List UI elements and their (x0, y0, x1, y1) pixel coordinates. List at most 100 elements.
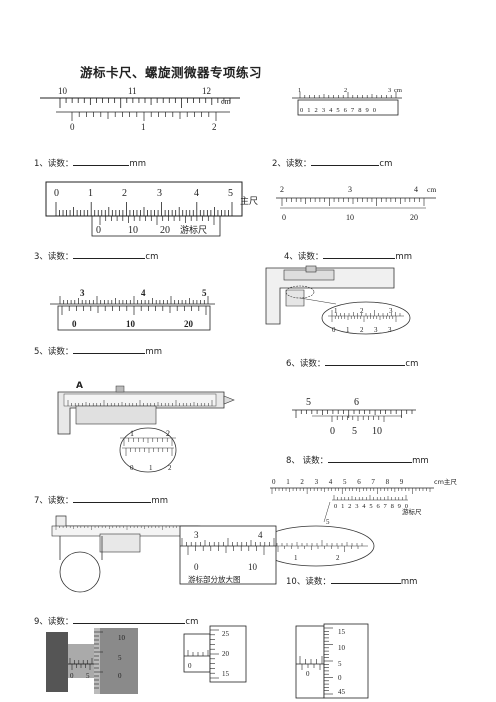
main-label-4: 4 (194, 188, 199, 199)
sleeve-0: 0 (70, 672, 74, 680)
zoom-main-2: 2 (166, 429, 170, 438)
thimble-15: 15 (338, 628, 346, 636)
question-2: 2、读数：cm (272, 156, 392, 169)
question-label: 3、读数： (34, 252, 74, 262)
vernier-figure-8: 5 6 0 5 10 (292, 397, 416, 437)
main-label-12: 12 (202, 86, 211, 96)
question-9: 9、读数： cm (34, 614, 198, 627)
unit: mm (151, 496, 168, 506)
question-7: 7、读数： mm (34, 493, 168, 506)
answer-blank[interactable] (330, 574, 401, 584)
unit: mm (145, 347, 162, 357)
question-5: 5、读数：mm (34, 344, 162, 357)
zoom-vernier-2: 2 (168, 464, 172, 472)
main-label-4: 4 (141, 288, 146, 298)
unit: mm (400, 577, 418, 587)
answer-blank[interactable] (73, 493, 152, 503)
answer-blank[interactable] (311, 156, 380, 166)
question-1: 1、读数： mm (34, 156, 146, 169)
sleeve-0: 0 (188, 662, 192, 670)
main-label-2: 2 (280, 185, 284, 194)
vernier-label-20: 20 (184, 319, 194, 329)
main-label-11: 11 (128, 86, 137, 96)
zoom-bottom-1: 1 (294, 554, 298, 562)
question-8: 8、 读数：mm (286, 453, 429, 466)
unit: mm (129, 159, 146, 169)
question-label: 1、读数： (34, 159, 74, 169)
vernier-label-5: 5 (352, 426, 357, 437)
unit: mm (395, 252, 412, 262)
answer-blank[interactable] (73, 344, 146, 354)
sleeve-0: 0 (306, 670, 310, 678)
vernier-figure-9: 0123456789 cm主尺 0 1 2 3 4 5 6 7 8 9 0 游标… (257, 477, 457, 567)
vernier-label-20: 20 (410, 213, 418, 222)
zoom-vernier-2: 2 (360, 326, 364, 334)
zoom-vernier-0: 0 (332, 326, 336, 334)
answer-blank[interactable] (73, 614, 186, 624)
unit: cm (405, 359, 419, 369)
answer-blank[interactable] (328, 453, 413, 463)
vernier-scale-numbers: 0 1 2 3 4 5 6 7 8 9 0 (300, 107, 377, 114)
thimble-10: 10 (338, 644, 346, 652)
main-label-6: 6 (354, 397, 359, 408)
main-label-4: 4 (414, 185, 418, 194)
thimble-25: 25 (222, 630, 230, 638)
vernier-label-0: 0 (282, 213, 286, 222)
vernier-scale-label: 游标尺 (402, 507, 422, 516)
micrometer-figure-3: 15 10 5 0 45 0 (295, 623, 369, 699)
vernier-figure-5: 3 4 5 0 10 20 (50, 288, 215, 331)
answer-blank[interactable] (323, 249, 396, 259)
question-4: 4、读数：mm (284, 249, 412, 262)
unit: cm (185, 617, 199, 627)
unit-label: cm (427, 185, 436, 194)
question-3: 3、读数：cm (34, 249, 158, 262)
zoom-main-1: 1 (130, 429, 134, 438)
zoom-vernier-1: 1 (346, 326, 350, 334)
vernier-label-20: 20 (160, 225, 170, 236)
vernier-label-0: 0 (330, 426, 335, 437)
main-label-3: 3 (157, 188, 162, 199)
answer-blank[interactable] (73, 156, 130, 166)
zoom-vernier-0: 0 (194, 562, 199, 572)
unit: mm (412, 456, 429, 466)
thimble-0: 0 (118, 672, 122, 680)
vernier-figure-4: 2 3 4 cm 0 10 20 (276, 185, 436, 222)
main-label-3: 3 (348, 185, 352, 194)
unit-label: cm (221, 97, 232, 106)
question-label: 7、读数： (34, 496, 74, 506)
caliper-figure-7: A 1 2 0 1 2 (57, 381, 235, 473)
vernier-label-0: 0 (70, 122, 75, 132)
thimble-5: 5 (118, 654, 122, 662)
zoom-main-2: 2 (360, 307, 364, 315)
unit-main-label: cm主尺 (434, 477, 457, 486)
micrometer-figure-1: 10 5 0 0 5 (46, 628, 138, 694)
sleeve-5: 5 (86, 672, 90, 680)
vernier-label-1: 1 (141, 122, 146, 132)
main-label-1: 1 (88, 188, 93, 199)
zoom-main-1: 1 (334, 307, 338, 315)
main-label-5: 5 (306, 397, 311, 408)
thimble-5: 5 (338, 660, 342, 668)
zoom-main-3: 3 (389, 307, 393, 315)
question-10: 10、读数： mm (286, 574, 417, 587)
vernier-label-10: 10 (126, 319, 136, 329)
question-label: 9、读数： (34, 617, 74, 627)
question-6: 6、读数： cm (286, 356, 418, 369)
zoom-vernier-3b: 3 (388, 326, 392, 334)
zoom-vernier-0: 0 (130, 464, 134, 472)
zoom-vernier-1: 1 (149, 464, 153, 472)
main-label-0: 0 (54, 188, 59, 199)
main-scale-numbers: 0123456789 (272, 478, 414, 486)
question-label: 6、读数： (286, 359, 326, 369)
answer-blank[interactable] (73, 249, 146, 259)
vernier-scale-numbers: 0 1 2 3 4 5 6 7 8 9 0 (334, 503, 409, 510)
thimble-10: 10 (118, 634, 126, 642)
thimble-0: 0 (338, 674, 342, 682)
thimble-20: 20 (222, 650, 230, 658)
vernier-figure-2: 1 2 3 cm 0 1 2 3 4 5 6 7 8 9 0 (292, 87, 402, 116)
answer-blank[interactable] (325, 356, 406, 366)
question-label: 10、读数： (286, 577, 331, 587)
zoom-main-4: 4 (258, 530, 263, 540)
zoom-bottom-2: 2 (336, 554, 340, 562)
vernier-figure-3: 0 1 2 3 4 5 主尺 0 10 20 游标尺 (45, 181, 258, 237)
